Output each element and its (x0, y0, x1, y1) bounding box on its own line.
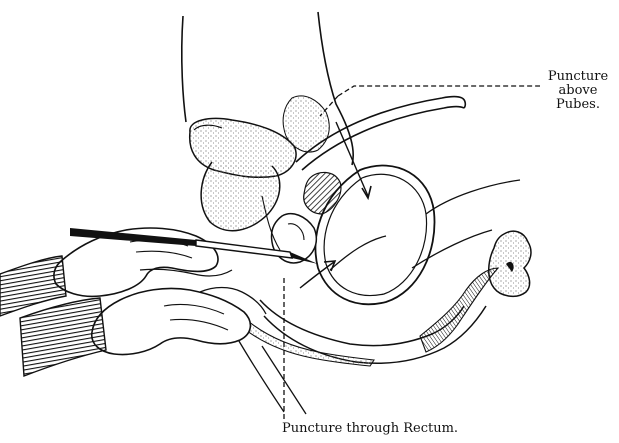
label-pubes-line-1: Puncture (541, 70, 615, 84)
rectal-canal (236, 316, 374, 366)
label-puncture-through-rectum: Puncture through Rectum. (282, 422, 458, 436)
pelvic-floor (236, 236, 386, 414)
leader-line-pubes (320, 86, 540, 116)
label-pubes-line-2: above (541, 84, 615, 98)
label-pubes-line-3: Pubes. (541, 98, 615, 112)
lower-hand (20, 288, 266, 377)
label-puncture-above-pubes: Puncture above Pubes. (541, 70, 615, 112)
